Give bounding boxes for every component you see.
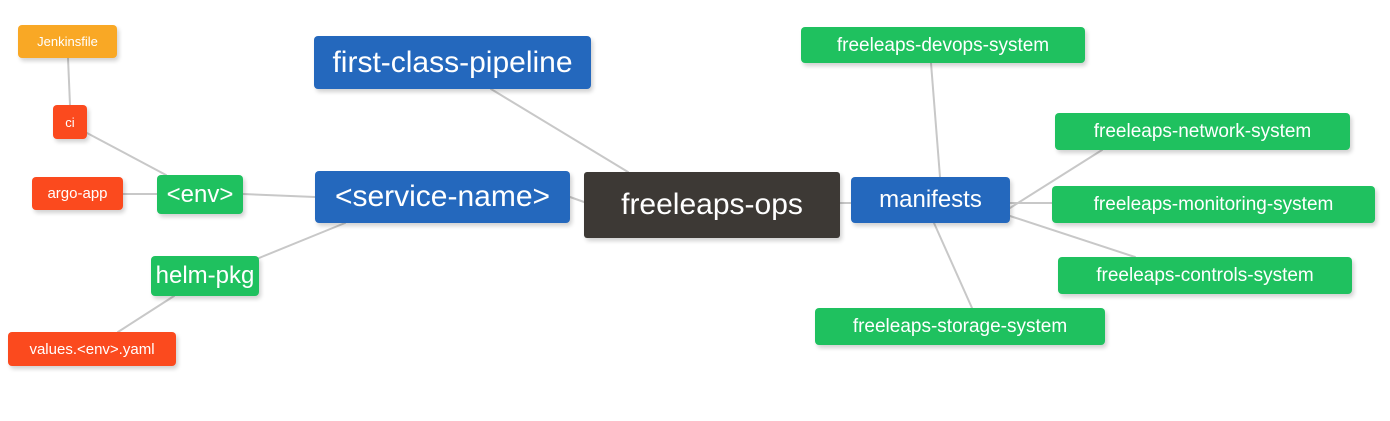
node-freeleaps-controls-system[interactable]: freeleaps-controls-system	[1058, 257, 1352, 294]
node-jenkinsfile[interactable]: Jenkinsfile	[18, 25, 117, 58]
node-freeleaps-monitoring-system[interactable]: freeleaps-monitoring-system	[1052, 186, 1375, 223]
node-first-class-pipeline[interactable]: first-class-pipeline	[314, 36, 591, 89]
node-freeleaps-ops[interactable]: freeleaps-ops	[584, 172, 840, 238]
edge-manifests-to-freeleaps-devops-system	[930, 62, 941, 178]
edge-manifests-to-freeleaps-storage-system	[933, 222, 973, 309]
edge-first-class-pipeline-to-freeleaps-ops	[490, 88, 629, 173]
node-env[interactable]: <env>	[157, 175, 243, 214]
node-label-freeleaps-monitoring-system: freeleaps-monitoring-system	[1093, 194, 1334, 215]
node-label-ci: ci	[65, 114, 75, 130]
node-freeleaps-devops-system[interactable]: freeleaps-devops-system	[801, 27, 1085, 63]
edge-service-name-to-freeleaps-ops	[569, 196, 585, 203]
node-freeleaps-network-system[interactable]: freeleaps-network-system	[1055, 113, 1350, 150]
node-manifests[interactable]: manifests	[851, 177, 1010, 223]
node-label-env: <env>	[166, 180, 234, 208]
node-label-service-name: <service-name>	[334, 180, 551, 213]
node-label-freeleaps-ops: freeleaps-ops	[621, 188, 803, 221]
node-label-freeleaps-controls-system: freeleaps-controls-system	[1096, 265, 1314, 286]
node-argo-app[interactable]: argo-app	[32, 177, 123, 210]
node-service-name[interactable]: <service-name>	[315, 171, 570, 223]
node-freeleaps-storage-system[interactable]: freeleaps-storage-system	[815, 308, 1105, 345]
node-label-values-yaml: values.<env>.yaml	[29, 340, 155, 358]
node-ci[interactable]: ci	[53, 105, 87, 139]
node-label-freeleaps-network-system: freeleaps-network-system	[1093, 121, 1312, 142]
node-values-yaml[interactable]: values.<env>.yaml	[8, 332, 176, 366]
node-label-manifests: manifests	[879, 186, 982, 213]
node-label-freeleaps-storage-system: freeleaps-storage-system	[852, 316, 1068, 337]
edge-helm-pkg-to-service-name	[258, 222, 346, 259]
node-label-freeleaps-devops-system: freeleaps-devops-system	[836, 34, 1050, 56]
node-label-first-class-pipeline: first-class-pipeline	[332, 45, 573, 79]
edge-ci-to-env	[86, 132, 167, 176]
edge-env-to-service-name	[242, 193, 316, 198]
edge-values-yaml-to-helm-pkg	[117, 295, 175, 333]
node-label-argo-app: argo-app	[47, 185, 108, 202]
edge-jenkinsfile-to-ci	[67, 57, 71, 106]
node-helm-pkg[interactable]: helm-pkg	[151, 256, 259, 296]
node-label-helm-pkg: helm-pkg	[155, 262, 255, 289]
node-label-jenkinsfile: Jenkinsfile	[37, 34, 98, 49]
